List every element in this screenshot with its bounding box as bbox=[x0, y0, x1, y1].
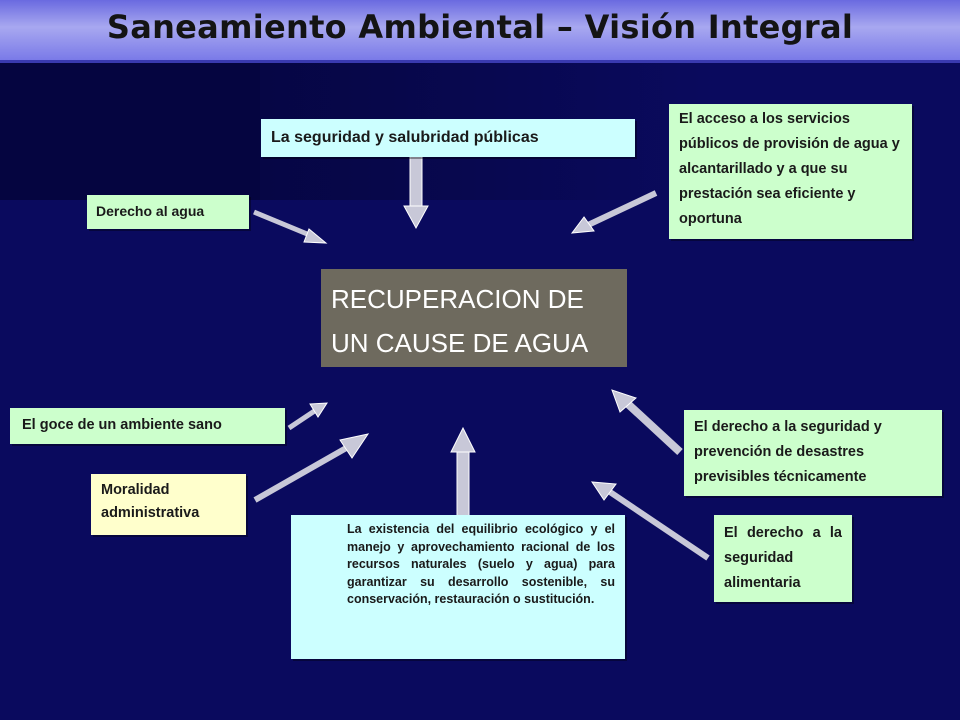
box-goce-ambiente: El goce de un ambiente sano bbox=[10, 408, 285, 444]
box-acceso-servicios-text: El acceso a los servicios públicos de pr… bbox=[679, 111, 900, 227]
central-line-2: UN CAUSE DE AGUA bbox=[331, 328, 589, 358]
box-goce-ambiente-text: El goce de un ambiente sano bbox=[22, 417, 222, 433]
box-seguridad-salubridad: La seguridad y salubridad públicas bbox=[261, 119, 635, 157]
title-bar: Saneamiento Ambiental – Visión Integral bbox=[0, 0, 960, 63]
box-derecho-agua: Derecho al agua bbox=[87, 195, 249, 229]
box-derecho-agua-text: Derecho al agua bbox=[96, 203, 205, 219]
box-equilibrio-text: La existencia del equilibrio ecológico y… bbox=[347, 522, 615, 606]
box-seguridad-alimentaria-text: El derecho a la seguridad alimentaria bbox=[724, 525, 842, 591]
slide-title: Saneamiento Ambiental – Visión Integral bbox=[106, 8, 854, 46]
arrow-from-seguridad-salubridad bbox=[403, 139, 429, 230]
central-line-1: RECUPERACION DE bbox=[331, 284, 584, 314]
box-seguridad-desastres: El derecho a la seguridad y prevención d… bbox=[684, 410, 942, 496]
arrow-from-seguridad-desastres bbox=[611, 389, 683, 455]
box-moralidad: Moralidad administrativa bbox=[91, 474, 246, 535]
arrow-from-seguridad-alimentaria bbox=[591, 481, 710, 561]
box-equilibrio: La existencia del equilibrio ecológico y… bbox=[291, 515, 625, 659]
box-seguridad-desastres-text: El derecho a la seguridad y prevención d… bbox=[694, 419, 882, 485]
arrow-from-equilibrio bbox=[450, 426, 476, 519]
box-seguridad-alimentaria: El derecho a la seguridad alimentaria bbox=[714, 515, 852, 602]
box-acceso-servicios: El acceso a los servicios públicos de pr… bbox=[669, 104, 912, 239]
arrow-from-goce-ambiente bbox=[287, 402, 328, 431]
box-seguridad-salubridad-text: La seguridad y salubridad públicas bbox=[271, 129, 539, 146]
central-box: RECUPERACION DE UN CAUSE DE AGUA bbox=[321, 269, 627, 367]
arrow-from-moralidad bbox=[253, 433, 370, 503]
arrow-from-acceso-servicios bbox=[570, 190, 658, 234]
box-moralidad-text: Moralidad administrativa bbox=[101, 482, 200, 521]
background-shade-dark bbox=[0, 60, 260, 200]
arrow-from-derecho-agua bbox=[253, 209, 328, 244]
